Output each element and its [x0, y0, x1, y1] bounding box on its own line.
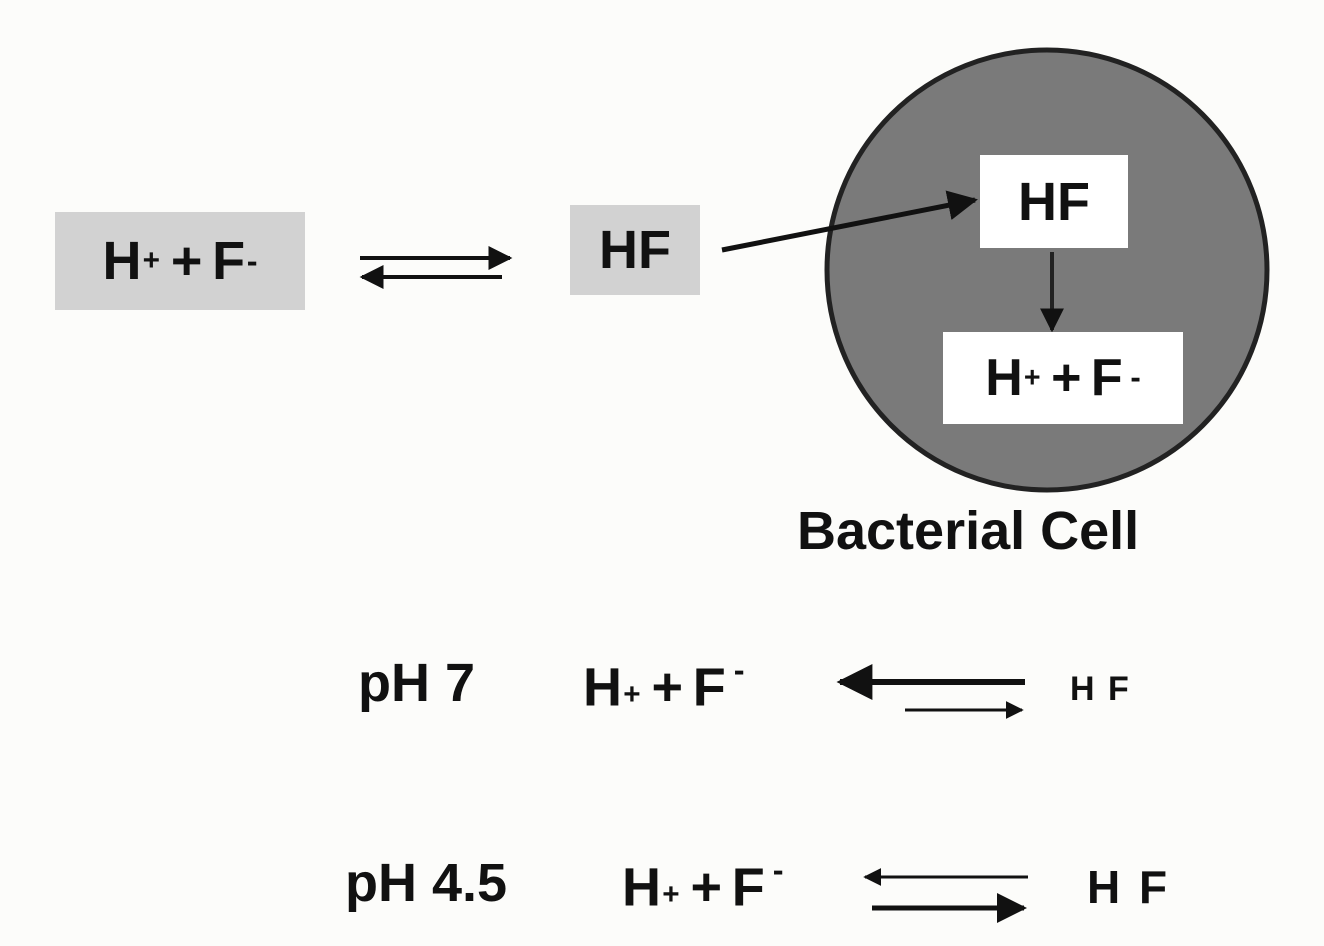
extracellular-ions-box: H++F-	[55, 212, 305, 310]
h-charge: +	[623, 677, 641, 711]
f-symbol: F	[212, 231, 246, 291]
f-symbol: F	[731, 857, 765, 918]
ph45-ions: H++F-	[622, 852, 784, 918]
intracellular-ions-box: H++F-	[943, 332, 1183, 424]
bacterial-cell-label: Bacterial Cell	[797, 501, 1140, 561]
ph7-hf: H F	[1070, 670, 1131, 708]
f-charge: -	[1130, 360, 1141, 395]
ph45-label: pH 4.5	[345, 853, 508, 913]
h-charge: +	[1023, 361, 1041, 394]
plus-sign: +	[1051, 349, 1082, 407]
bacterial-cell-circle	[824, 47, 1270, 493]
h-symbol: H	[583, 657, 622, 718]
ph7-label: pH 7	[358, 653, 476, 713]
h-symbol: H	[622, 857, 661, 918]
h-symbol: H	[102, 231, 142, 291]
intracellular-hf-box: HF	[980, 155, 1128, 248]
diffusion-arrow	[721, 190, 978, 253]
ph45-hf: H F	[1087, 861, 1171, 913]
f-symbol: F	[692, 657, 726, 718]
hf-label: HF	[599, 220, 671, 280]
f-charge: -	[733, 652, 745, 688]
h-symbol: H	[985, 349, 1023, 407]
h-charge: +	[662, 877, 680, 911]
f-charge: -	[772, 852, 784, 888]
h-charge: +	[142, 244, 160, 277]
plus-sign: +	[170, 231, 203, 291]
f-symbol: F	[1090, 349, 1123, 407]
plus-sign: +	[690, 857, 722, 918]
ph7-ions: H++F-	[583, 652, 745, 718]
f-charge: -	[246, 242, 258, 279]
plus-sign: +	[651, 657, 683, 718]
hf-label: HF	[1018, 171, 1090, 232]
extracellular-hf-box: HF	[570, 205, 700, 295]
